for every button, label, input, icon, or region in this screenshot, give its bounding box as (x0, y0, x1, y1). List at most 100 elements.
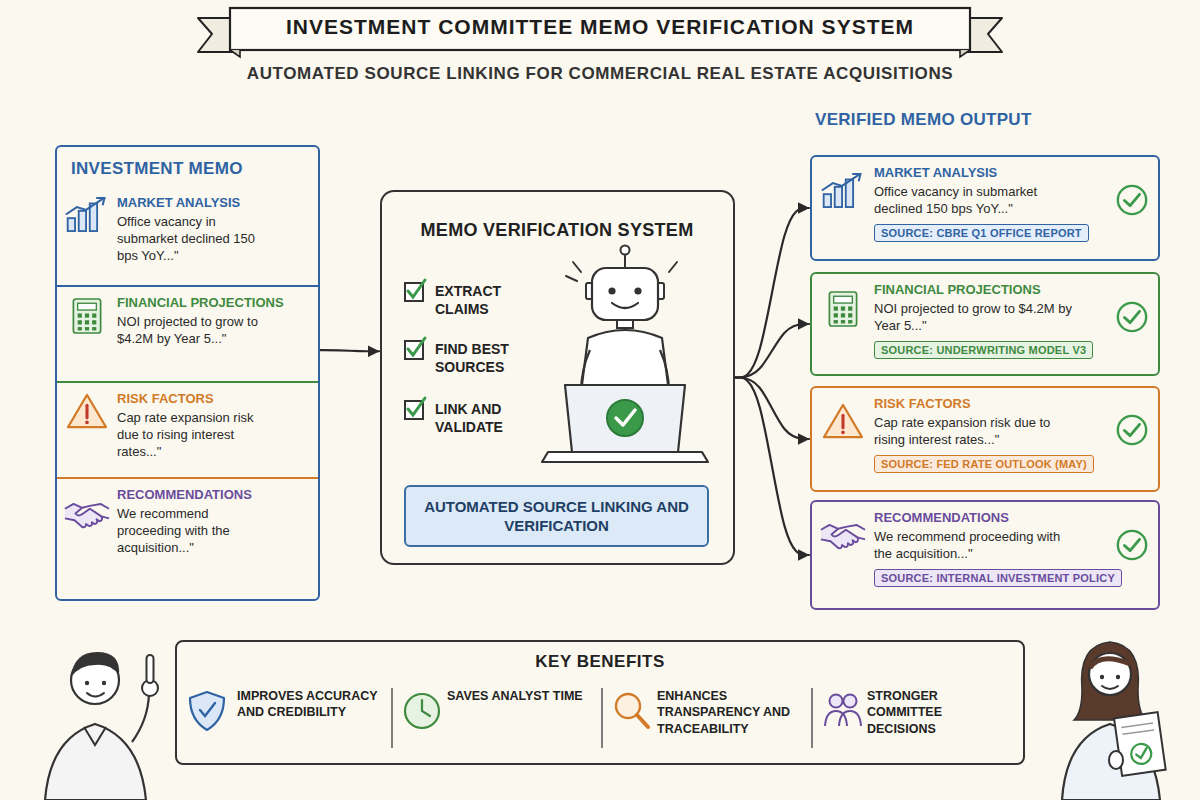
source-tag: SOURCE: UNDERWRITING MODEL V3 (874, 341, 1093, 359)
section-heading: RECOMMENDATIONS (874, 510, 1143, 527)
source-text: SOURCE: UNDERWRITING MODEL V3 (881, 344, 1086, 356)
woman-figure (1062, 642, 1166, 800)
man-figure (87, 693, 104, 697)
output-icons (1118, 303, 1146, 331)
claim-text: Office vacancy in submarket declined 150… (117, 214, 267, 265)
memo-icons (65, 504, 109, 527)
woman-figure (1074, 642, 1146, 720)
robot-figure (616, 410, 635, 425)
flow-arrow (735, 378, 809, 440)
group-heading: VERIFIED MEMO OUTPUT (815, 110, 1115, 130)
robot-figure (612, 303, 638, 308)
man-figure (84, 727, 106, 745)
output-icons (824, 405, 862, 437)
section-heading: RECOMMENDATIONS (117, 487, 314, 504)
woman-figure (1122, 730, 1154, 734)
step-checkboxes (408, 338, 425, 355)
step-label: EXTRACT CLAIMS (435, 282, 535, 318)
section-heading: FINANCIAL PROJECTIONS (874, 282, 1143, 299)
benefit-label: ENHANCES TRANSPARENCY AND TRACEABILITY (657, 688, 807, 737)
title-banner (230, 8, 970, 50)
man-figure (45, 652, 158, 800)
claim-text: Cap rate expansion risk due to rising in… (117, 410, 267, 461)
output-icons (829, 292, 856, 326)
memo-section: RISK FACTORS Cap rate expansion risk due … (57, 383, 318, 479)
source-tag: SOURCE: CBRE Q1 OFFICE REPORT (874, 224, 1089, 242)
title-banner (230, 50, 970, 57)
source-text: SOURCE: FED RATE OUTLOOK (MAY) (881, 458, 1087, 470)
subtitle: AUTOMATED SOURCE LINKING FOR COMMERCIAL … (0, 64, 1200, 84)
claim-text: NOI projected to grow to $4.2M by Year 5… (117, 314, 267, 348)
automation-label: AUTOMATED SOURCE LINKING AND VERIFICATIO… (418, 497, 695, 536)
woman-figure (1089, 653, 1131, 695)
verification-system-box: MEMO VERIFICATION SYSTEMEXTRACT CLAIMSFI… (380, 190, 735, 565)
benefit-icons (830, 695, 843, 708)
woman-figure (1109, 751, 1123, 769)
source-tag: SOURCE: INTERNAL INVESTMENT POLICY (874, 569, 1122, 587)
man-figure (45, 724, 146, 800)
source-tag: SOURCE: FED RATE OUTLOOK (MAY) (874, 455, 1094, 473)
section-heading: RISK FACTORS (117, 391, 314, 408)
robot-figure (607, 400, 643, 436)
flow-arrow (735, 378, 809, 556)
automation-box: AUTOMATED SOURCE LINKING AND VERIFICATIO… (404, 485, 709, 547)
memo-section: FINANCIAL PROJECTIONS NOI projected to gr… (57, 287, 318, 383)
output-icons (1118, 531, 1146, 559)
memo-panel: INVESTMENT MEMOMARKET ANALYSISOffice vac… (55, 145, 320, 601)
system-heading: MEMO VERIFICATION SYSTEM (382, 220, 732, 241)
man-figure (102, 681, 106, 685)
benefit-label: SAVES ANALYST TIME (447, 688, 592, 704)
robot-figure (634, 287, 641, 294)
step-checkboxes (408, 280, 425, 297)
flow-arrow (735, 208, 809, 378)
memo-section: RECOMMENDATIONS We recommend proceeding w… (57, 479, 318, 591)
robot-figure (608, 287, 615, 294)
robot-figure (621, 246, 630, 255)
man-figure (132, 694, 149, 742)
claim-text: We recommend proceeding with the acquisi… (874, 529, 1079, 563)
woman-figure (1090, 659, 1130, 668)
claim-text: Cap rate expansion risk due to rising in… (874, 415, 1079, 449)
flow-arrow (320, 350, 379, 351)
woman-figure (1100, 675, 1104, 679)
woman-figure (1130, 743, 1153, 766)
memo-icons (73, 299, 100, 333)
benefit-separators (392, 688, 812, 748)
source-text: SOURCE: INTERNAL INVESTMENT POLICY (881, 572, 1115, 584)
benefit-separators (601, 688, 603, 748)
claim-text: NOI projected to grow to $4.2M by Year 5… (874, 301, 1079, 335)
step-checkboxes (408, 398, 425, 415)
section-heading: FINANCIAL PROJECTIONS (117, 295, 314, 312)
section-heading: RISK FACTORS (874, 396, 1143, 413)
benefit-separators (811, 688, 813, 748)
output-icons (822, 174, 861, 207)
benefit-label: STRONGER COMMITTEE DECISIONS (867, 688, 1012, 737)
benefit-icons (844, 695, 857, 708)
robot-figure (542, 452, 708, 462)
robot-figure (592, 268, 658, 320)
step-label: LINK AND VALIDATE (435, 400, 535, 436)
source-text: SOURCE: CBRE Q1 OFFICE REPORT (881, 227, 1082, 239)
output-icons (1118, 416, 1146, 444)
robot-figure (542, 246, 708, 463)
benefit-icons (200, 703, 215, 716)
step-checkboxes (405, 280, 425, 419)
output-icons (821, 525, 865, 548)
section-heading: MARKET ANALYSIS (874, 165, 1143, 182)
memo-icons (66, 198, 105, 231)
benefit-icons (422, 700, 430, 716)
verified-claim-box: MARKET ANALYSISOffice vacancy in submark… (810, 155, 1160, 261)
output-icons (1118, 186, 1146, 214)
memo-icons (68, 395, 106, 427)
woman-figure (1116, 675, 1120, 679)
memo-section: MARKET ANALYSISOffice vacancy in submark… (57, 187, 318, 287)
title-banner (198, 8, 1002, 57)
woman-figure (1136, 748, 1148, 758)
verified-claim-box: RISK FACTORS Cap rate expansion risk due … (810, 386, 1160, 492)
benefit-separators (391, 688, 393, 748)
claim-text: We recommend proceeding with the acquisi… (117, 506, 267, 557)
benefit-icons (825, 711, 861, 726)
benefit-icons (637, 715, 648, 727)
